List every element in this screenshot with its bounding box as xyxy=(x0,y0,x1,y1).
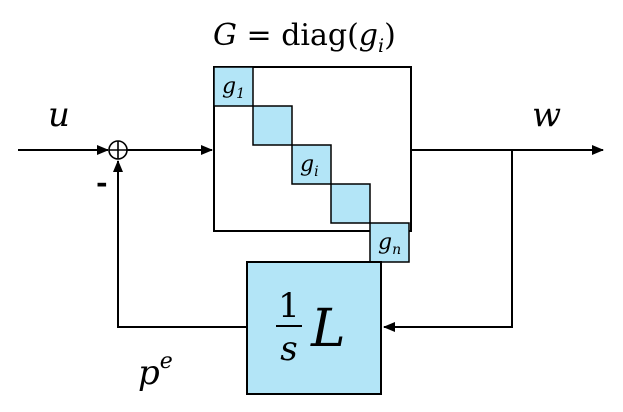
feedback-branch xyxy=(383,150,513,332)
diagonal-block-label: gn xyxy=(378,230,401,258)
output-signal-label: w xyxy=(532,95,561,135)
feedback-fraction-denominator: s xyxy=(280,329,297,369)
feedback-fraction-numerator: 1 xyxy=(278,286,300,326)
feedback-block: 1 s L xyxy=(246,261,382,395)
diagonal-block-label: g1 xyxy=(222,74,245,102)
diagonal-block-label: gi xyxy=(300,152,319,180)
feedback-operator: L xyxy=(310,299,346,359)
feedback-return xyxy=(113,160,247,328)
diagonal-block: g1 xyxy=(213,66,254,107)
matrix-title: G = diag(gi) xyxy=(213,18,396,57)
summing-junction xyxy=(108,140,128,160)
feedback-signal-label: pe xyxy=(138,349,173,393)
minus-sign: - xyxy=(96,166,108,199)
input-signal-label: u xyxy=(48,95,70,135)
diagonal-block: gn xyxy=(369,222,410,263)
diagonal-block: gi xyxy=(291,144,332,185)
diagonal-block xyxy=(330,183,371,224)
diagonal-block xyxy=(252,105,293,146)
matrix-block: g1 gi gn xyxy=(213,66,412,263)
diagonal-blocks: g1 gi gn xyxy=(213,66,410,263)
